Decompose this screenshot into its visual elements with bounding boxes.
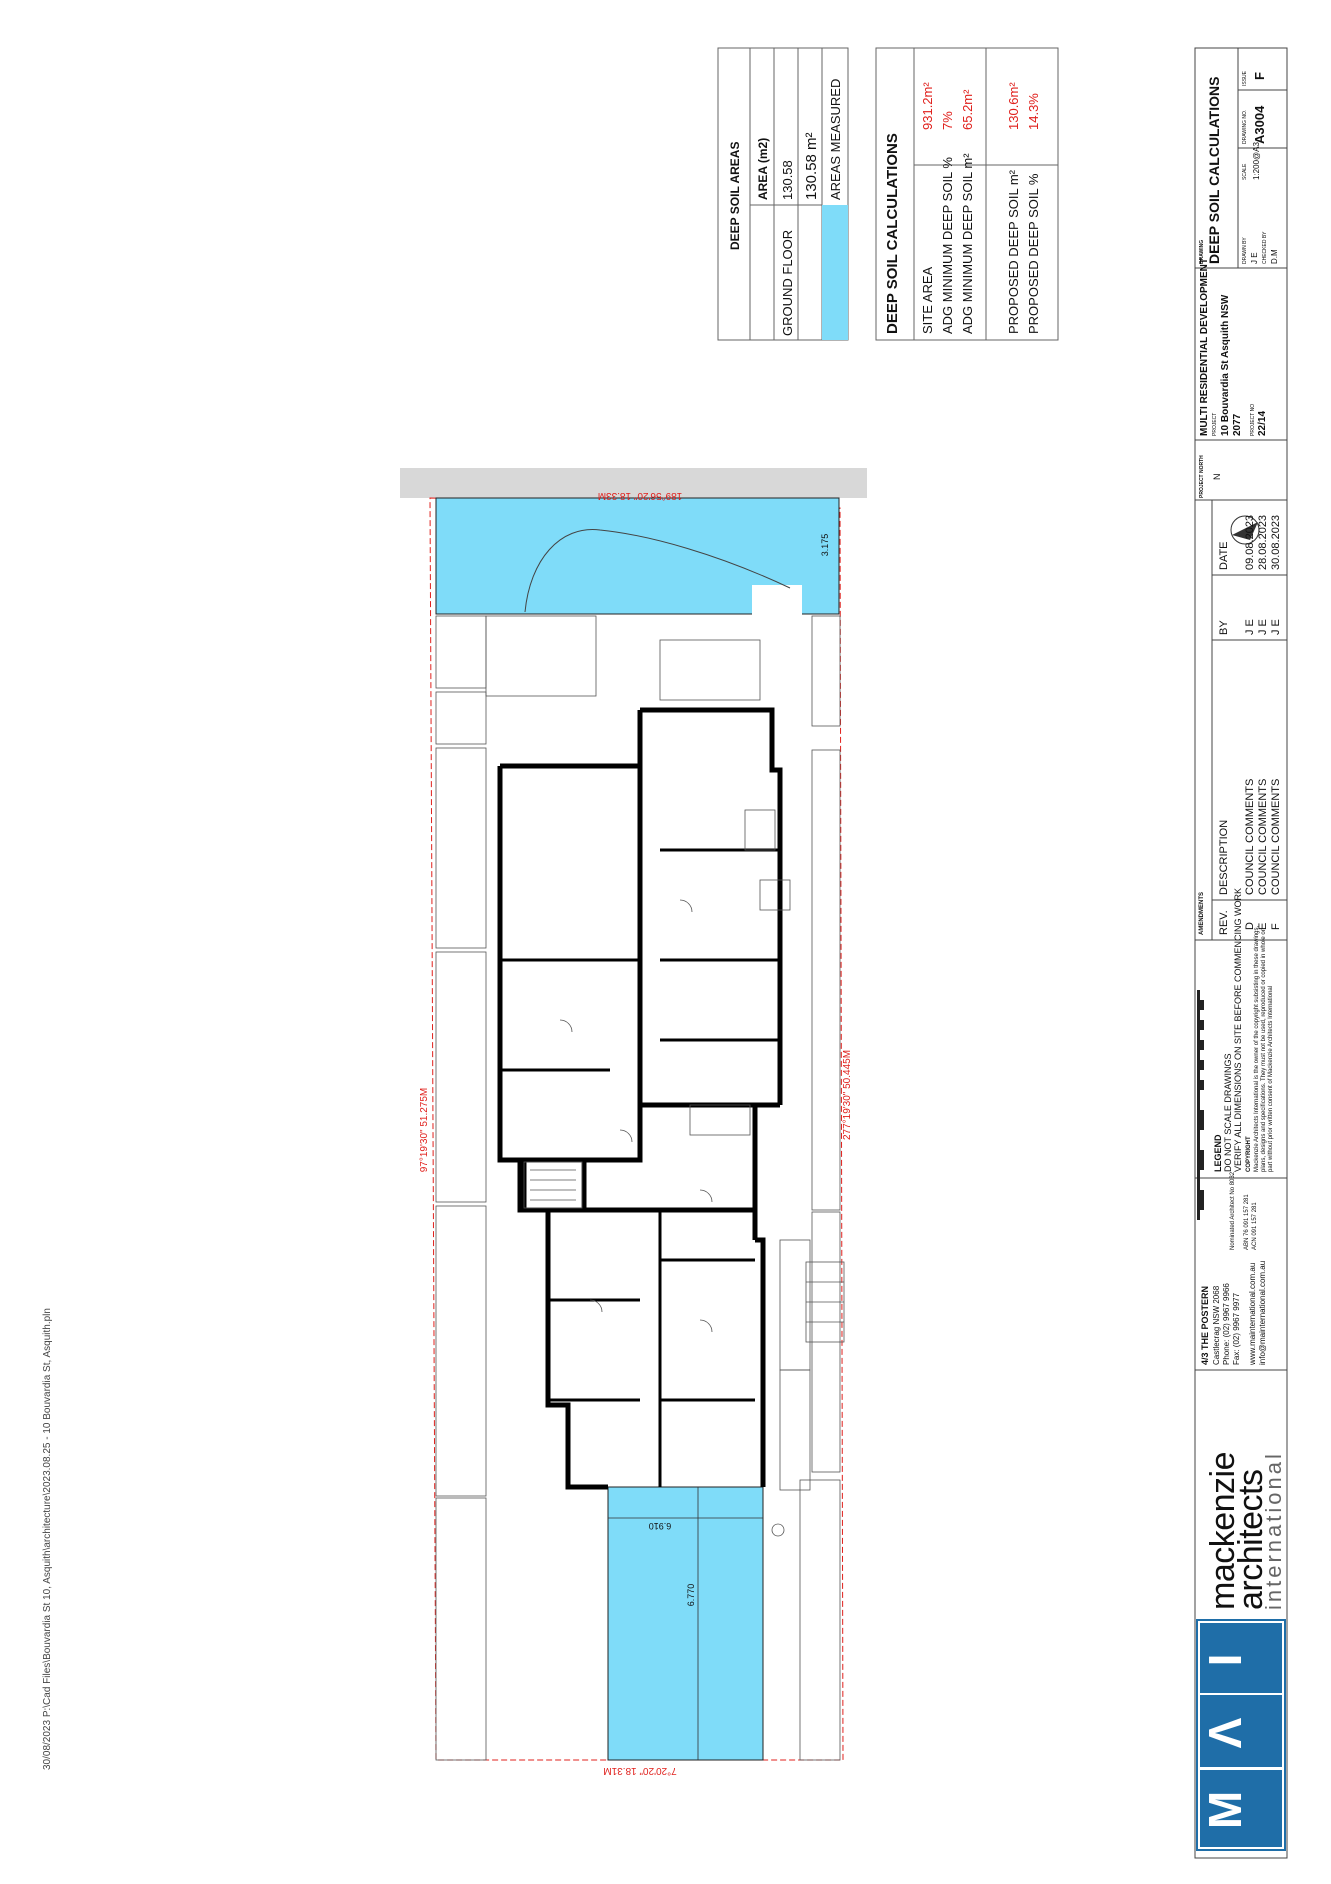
address-phone: Phone: (02) 9967 9966 [1222,1283,1231,1365]
registration-abn: ABN 76 091 157 281 [1244,1194,1250,1250]
boundary-left-label: 97°19'30" 51.275M [419,1088,430,1173]
drawing-title: DEEP SOIL CALCULATIONS [1206,76,1222,264]
amendment-rev: F [1270,923,1282,930]
project-label: PROJECT [1212,412,1218,436]
calc-label-adg-percent: ADG MINIMUM DEEP SOIL % [940,157,955,334]
amendment-description: COUNCIL COMMENTS [1270,778,1282,895]
dimension-width: 6.910 [649,1521,672,1531]
project-heading: MULTI RESIDENTIAL DEVELOPMENT [1199,258,1210,436]
col-by: BY [1218,620,1230,635]
amendment-rev: D [1244,922,1256,930]
scale-value: 1:200@A3 [1252,142,1261,180]
project-number: 22/14 [1257,410,1268,436]
north-arrow-icon [1230,515,1260,545]
drawing-label: DRAWING [1199,239,1205,264]
front-path [752,585,802,615]
deep-soil-areas-title: DEEP SOIL AREAS [728,141,742,250]
legend-label: AREAS MEASURED [828,78,843,200]
svg-text:I: I [1199,1654,1251,1667]
issue-value: F [1252,72,1267,80]
drawing-number: A3004 [1252,105,1267,144]
amendment-date: 09.08.2023 [1244,514,1256,570]
amendment-date: 30.08.2023 [1270,514,1282,570]
amendment-by: J E [1257,619,1269,635]
boundary-top-label: 189°56'20" 18.33M [598,490,683,501]
deep-soil-calc-title: DEEP SOIL CALCULATIONS [884,133,901,334]
registration-acn: ACN 091 157 281 [1252,1202,1258,1250]
checked-by-value: D.M [1270,249,1279,264]
calc-label-site-area: SITE AREA [920,266,935,334]
side-strip-outlines [435,615,841,1761]
brand-name-line3: international [1261,1451,1286,1610]
dimension-setback: 3.175 [820,534,830,557]
copyright-title: COPYRIGHT [1246,1136,1252,1172]
legend-swatch [822,205,848,340]
calc-value-proposed-area: 130.6m² [1006,82,1021,130]
deep-soil-areas-row-label: GROUND FLOOR [780,229,795,336]
svg-text:M: M [1199,1791,1251,1829]
address-fax: Fax: (02) 9967 9977 [1232,1292,1241,1365]
boundary-bottom-label: 7°20'20" 18.31M [603,1765,676,1776]
north-letter: N [1212,473,1222,481]
address-web: www.mainternational.com.au [1248,1262,1257,1365]
amendment-by: J E [1270,619,1282,635]
calc-label-proposed-area: PROPOSED DEEP SOIL m² [1006,170,1021,334]
drawing-no-label: DRAWING NO. [1242,109,1248,144]
deep-soil-areas-table-frame [717,47,849,341]
deep-soil-areas-row-value: 130.58 [780,160,795,200]
copyright-line-1: Mackenzie Architects International is th… [1254,925,1260,1172]
project-north-label: PROJECT NORTH [1199,455,1205,498]
deep-soil-area-rear [607,1486,764,1761]
legend-note-1: DO NOT SCALE DRAWINGS [1223,1053,1233,1172]
address-title: 4/3 THE POSTERN [1200,1285,1210,1365]
issue-label: ISSUE [1242,70,1248,86]
calc-value-proposed-percent: 14.3% [1026,93,1041,130]
boundary-right-label: 277°19'30" 50.445M [842,1050,853,1140]
amendments-label: AMENDMENTS [1199,892,1205,935]
title-block-frame [1194,47,1288,1859]
checked-by-label: CHECKED BY [1262,231,1268,264]
scale-label: SCALE [1242,163,1248,180]
project-address-line2: 2077 [1232,413,1243,436]
amendment-date: 28.08.2023 [1257,514,1269,570]
calc-value-site-area: 931.2m² [920,82,935,130]
street-verge [400,468,867,498]
svg-text:Λ: Λ [1199,1717,1251,1748]
legend-title: LEGEND [1213,1134,1223,1172]
calc-value-adg-percent: 7% [940,111,955,130]
deep-soil-calc-table-frame [875,47,1059,341]
dimension-length: 6.770 [686,1584,696,1607]
col-date: DATE [1218,541,1230,570]
drawn-by-value: J E [1250,252,1259,264]
copyright-line-3: part without prior written consent of Ma… [1268,985,1274,1172]
deep-soil-areas-col-header: AREA (m2) [756,137,770,200]
amendment-rev: E [1257,922,1269,930]
address-line: Castlecrag NSW 2068 [1212,1285,1221,1365]
project-no-label: PROJECT NO [1250,403,1256,436]
amendment-description: COUNCIL COMMENTS [1244,778,1256,895]
legend-note-2: VERIFY ALL DIMENSIONS ON SITE BEFORE COM… [1233,887,1243,1172]
col-rev: REV. [1218,910,1230,935]
drawn-by-label: DRAWN BY [1242,237,1248,264]
col-description: DESCRIPTION [1218,819,1230,895]
calc-label-adg-area: ADG MINIMUM DEEP SOIL m² [960,153,975,334]
thin-walls [523,809,845,1537]
company-logo-icon: M Λ I [1196,1619,1286,1851]
project-address-line1: 10 Bouvardia St Asquith NSW [1220,294,1231,436]
calc-label-proposed-percent: PROPOSED DEEP SOIL % [1026,173,1041,334]
scale-bar [1197,990,1204,1220]
copyright-line-2: plans, designs and specifications. They … [1261,929,1267,1172]
deep-soil-areas-total: 130.58 m² [803,132,820,200]
amendment-description: COUNCIL COMMENTS [1257,778,1269,895]
address-email: info@mainternational.com.au [1258,1260,1267,1365]
tree-canopy-line [524,529,791,613]
amendment-by: J E [1244,619,1256,635]
registration-architect: Nominated Architect No 8032 [1230,1171,1236,1250]
calc-value-adg-area: 65.2m² [960,89,975,130]
